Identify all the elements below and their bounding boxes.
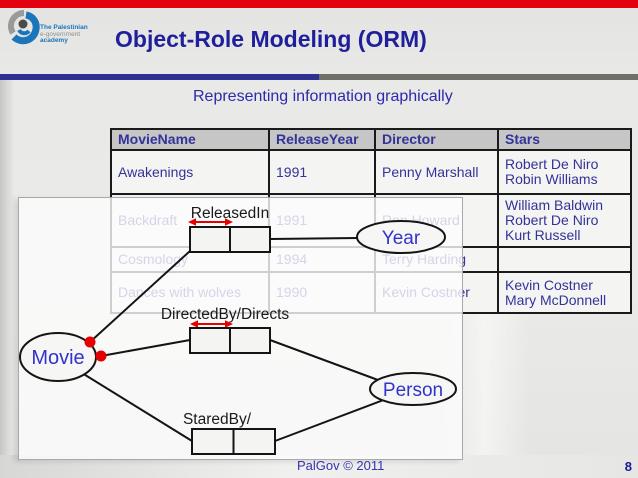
left-edge-shading: [0, 80, 14, 478]
footer-copyright: PalGov © 2011: [297, 458, 385, 473]
slide-title: Object-Role Modeling (ORM): [115, 26, 427, 52]
cell-stars: Kevin Costner Mary McDonnell: [497, 271, 632, 314]
page-number: 8: [624, 459, 632, 474]
palestinian-egov-academy-logo-icon: [8, 9, 40, 45]
cell-text: 1991: [276, 163, 308, 180]
logo-line1: The Palestinian: [40, 24, 88, 31]
cell-releaseyear: 1991: [268, 149, 376, 195]
cell-stars: William Baldwin Robert De Niro Kurt Russ…: [497, 193, 632, 248]
header-label: ReleaseYear: [276, 131, 359, 147]
cell-text: Kevin Costner Mary McDonnell: [505, 276, 607, 308]
col-header-stars: Stars: [497, 128, 632, 151]
cell-text: Robert De Niro Robin Williams: [505, 156, 599, 187]
header-label: Stars: [505, 131, 541, 147]
table-row: Awakenings 1991 Penny Marshall Robert De…: [110, 149, 632, 195]
header-divider-bar: [0, 74, 638, 80]
orm-diagram-panel: [18, 197, 463, 460]
logo-line2: e-government: [40, 30, 81, 38]
slide-subtitle: Representing information graphically: [193, 88, 453, 105]
col-header-moviename: MovieName: [110, 128, 270, 151]
cell-moviename: Awakenings: [110, 149, 270, 195]
table-header-row: MovieName ReleaseYear Director Stars: [110, 128, 632, 151]
header-label: Director: [382, 131, 436, 147]
col-header-director: Director: [374, 128, 499, 151]
header-label: MovieName: [118, 131, 196, 147]
footer-band: [0, 455, 638, 478]
cell-text: Awakenings: [118, 163, 194, 180]
cell-stars: Robert De Niro Robin Williams: [497, 149, 632, 195]
col-header-releaseyear: ReleaseYear: [268, 128, 376, 151]
logo-line3: academy: [40, 37, 68, 44]
cell-stars: [497, 246, 632, 273]
top-red-bar: [0, 0, 638, 8]
cell-text: Penny Marshall: [382, 163, 479, 180]
cell-text: William Baldwin Robert De Niro Kurt Russ…: [505, 197, 604, 243]
cell-director: Penny Marshall: [374, 149, 499, 195]
logo-wordmark: The Palestinian e-government academy: [40, 24, 88, 45]
